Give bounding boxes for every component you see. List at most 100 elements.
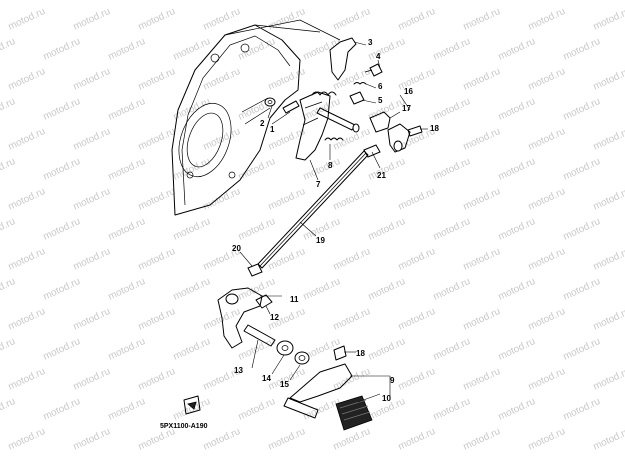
watermark-text: motod.ru (237, 276, 277, 303)
shaft-spring (311, 91, 337, 96)
watermark-text: motod.ru (0, 36, 17, 63)
watermark-layer: motod.ru motod.ru motod.ru motod.ru motod.ru… (0, 6, 625, 453)
watermark-text: motod.ru (527, 426, 567, 453)
watermark-text: motod.ru (267, 426, 307, 453)
spring-part-8 (324, 137, 344, 141)
watermark-text: motod.ru (397, 366, 437, 393)
watermark-text: motod.ru (202, 6, 242, 33)
callout-19: 19 (316, 236, 325, 245)
callout-16: 16 (404, 87, 413, 96)
watermark-text: motod.ru (72, 6, 112, 33)
watermark-text: motod.ru (527, 126, 567, 153)
watermark-text: motod.ru (397, 426, 437, 453)
spring-part-6 (353, 82, 367, 85)
watermark-text: motod.ru (7, 246, 47, 273)
stopper-lever-part-3 (329, 37, 357, 81)
watermark-text: motod.ru (137, 246, 177, 273)
watermark-text: motod.ru (7, 66, 47, 93)
watermark-text: motod.ru (592, 366, 625, 393)
watermark-text: motod.ru (332, 426, 372, 453)
watermark-text: motod.ru (172, 156, 212, 183)
watermark-text: motod.ru (332, 246, 372, 273)
watermark-text: motod.ru (367, 276, 407, 303)
watermark-text: motod.ru (7, 306, 47, 333)
bolt-part-4 (369, 63, 383, 77)
watermark-text: motod.ru (397, 6, 437, 33)
watermark-text: motod.ru (497, 216, 537, 243)
watermark-text: motod.ru (397, 66, 437, 93)
watermark-text: motod.ru (562, 36, 602, 63)
watermark-text: motod.ru (7, 426, 47, 453)
watermark-text: motod.ru (42, 156, 82, 183)
watermark-text: motod.ru (367, 216, 407, 243)
callout-labels: 3 4 5 6 16 17 18 21 2 1 8 7 19 20 11 12 … (160, 38, 439, 430)
watermark-text: motod.ru (172, 96, 212, 123)
watermark-text: motod.ru (332, 186, 372, 213)
watermark-text: motod.ru (72, 246, 112, 273)
watermark-text: motod.ru (42, 336, 82, 363)
callout-17: 17 (402, 104, 411, 113)
watermark-text: motod.ru (462, 66, 502, 93)
watermark-text: motod.ru (107, 36, 147, 63)
bolt-part-18-lower (333, 345, 347, 361)
watermark-text: motod.ru (267, 186, 307, 213)
washer-part-2 (264, 97, 276, 107)
callout-9: 9 (390, 376, 395, 385)
callout-5: 5 (378, 96, 383, 105)
shaft-part-13 (243, 324, 276, 347)
nut-part-20 (247, 263, 263, 277)
callout-20: 20 (232, 244, 241, 253)
watermark-text: motod.ru (332, 6, 372, 33)
watermark-text: motod.ru (302, 396, 342, 423)
watermark-text: motod.ru (527, 246, 567, 273)
watermark-text: motod.ru (592, 426, 625, 453)
callout-2: 2 (260, 119, 265, 128)
watermark-text: motod.ru (462, 6, 502, 33)
pedal-rubber-part-10 (335, 395, 373, 431)
watermark-text: motod.ru (367, 336, 407, 363)
callout-4: 4 (376, 52, 381, 61)
bolt-part-12 (255, 294, 273, 309)
watermark-text: motod.ru (0, 276, 17, 303)
watermark-text: motod.ru (562, 156, 602, 183)
watermark-text: motod.ru (497, 156, 537, 183)
callout-21: 21 (377, 171, 386, 180)
watermark-text: motod.ru (462, 366, 502, 393)
watermark-text: motod.ru (237, 336, 277, 363)
watermark-text: motod.ru (0, 156, 17, 183)
watermark-text: motod.ru (432, 156, 472, 183)
watermark-text: motod.ru (107, 156, 147, 183)
watermark-text: motod.ru (172, 396, 212, 423)
callout-3: 3 (368, 38, 373, 47)
watermark-text: motod.ru (462, 246, 502, 273)
watermark-text: motod.ru (397, 306, 437, 333)
watermark-text: motod.ru (462, 186, 502, 213)
watermark-text: motod.ru (7, 126, 47, 153)
callout-7: 7 (316, 180, 321, 189)
watermark-text: motod.ru (107, 396, 147, 423)
watermark-text: motod.ru (367, 36, 407, 63)
watermark-text: motod.ru (172, 336, 212, 363)
watermark-text: motod.ru (267, 66, 307, 93)
watermark-text: motod.ru (592, 6, 625, 33)
watermark-text: motod.ru (107, 276, 147, 303)
direction-arrow-icon (183, 395, 201, 415)
watermark-text: motod.ru (562, 216, 602, 243)
watermark-text: motod.ru (432, 396, 472, 423)
shift-lever-assembly (217, 287, 373, 431)
watermark-text: motod.ru (72, 426, 112, 453)
watermark-text: motod.ru (527, 6, 567, 33)
callout-8: 8 (328, 161, 333, 170)
watermark-text: motod.ru (137, 6, 177, 33)
watermark-text: motod.ru (332, 306, 372, 333)
shift-lever-part-11 (217, 287, 263, 349)
watermark-text: motod.ru (367, 96, 407, 123)
watermark-text: motod.ru (7, 186, 47, 213)
watermark-text: motod.ru (462, 306, 502, 333)
watermark-text: motod.ru (0, 96, 17, 123)
watermark-text: motod.ru (432, 276, 472, 303)
watermark-text: motod.ru (72, 186, 112, 213)
watermark-text: motod.ru (0, 336, 17, 363)
washer-part-15 (294, 351, 310, 365)
